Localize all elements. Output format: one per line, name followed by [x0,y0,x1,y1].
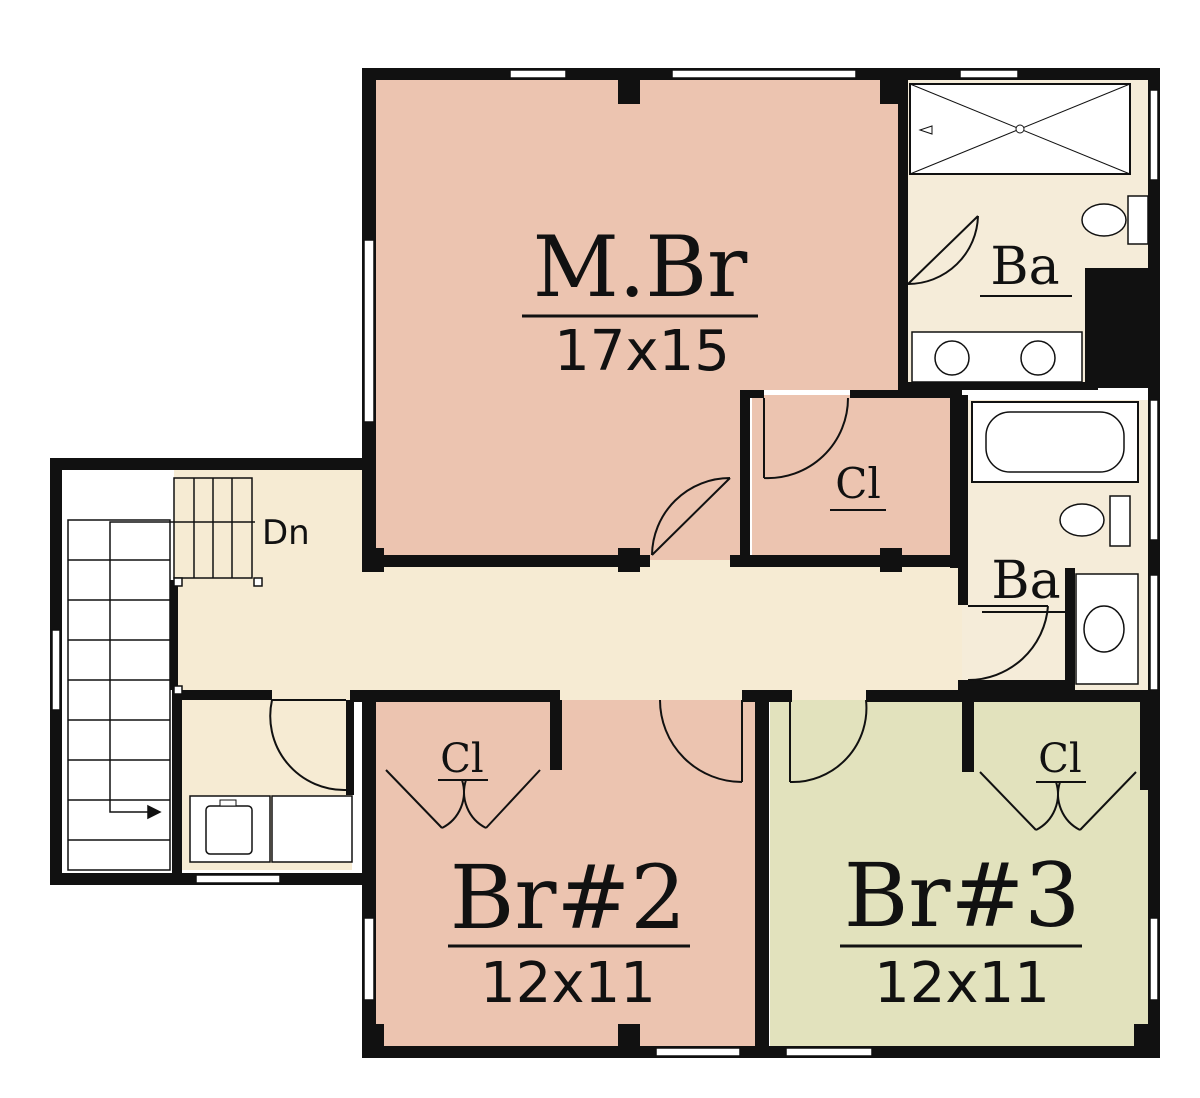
door-master-entry [651,477,731,556]
window-bath-right-3 [1149,574,1159,691]
door-swings [269,215,1137,831]
toilet-icon [1081,195,1149,245]
window-stair-left [51,629,61,711]
hall-bath-label: Ba [991,551,1060,611]
hall-sink-icon [1075,573,1139,685]
stair-area [62,470,174,875]
door-master-closet [763,397,850,480]
window-master-left [363,239,375,423]
master-closet-floor [752,395,956,560]
door-hall-bath [967,605,1049,682]
stair-walkline [109,521,255,813]
bathtub-icon [971,401,1139,483]
master-bedroom-size: 17x15 [554,319,730,384]
window-bath-right-2 [1149,399,1159,541]
door-br2-closet-right [463,769,541,829]
window-master-top-1 [509,69,567,79]
window-br3-right [1149,917,1159,1001]
hallway-floor [174,470,1000,700]
door-bedroom-2 [659,699,743,783]
shower-icon [909,83,1131,175]
window-bath-top [959,69,1019,79]
door-bedroom-3 [789,699,868,784]
stair-arrow-icon [147,804,162,820]
hall-toilet-icon [1059,495,1131,547]
master-bedroom-floor [372,78,900,560]
bedroom-3-label: Br#3 [844,844,1080,947]
br2-closet-label: Cl [440,736,483,782]
window-laundry-bottom [195,874,281,884]
windows [51,69,1159,1057]
window-bath-right-1 [1149,89,1159,181]
door-master-bath [907,215,979,285]
fixtures [189,83,1149,863]
br3-closet-label: Cl [1038,736,1081,782]
bedroom-2-floor [370,700,760,1050]
window-br3-bottom [785,1047,873,1057]
master-bedroom-label: M.Br [533,218,748,316]
bedroom-2-label: Br#2 [450,846,686,949]
washer-dryer-icon [189,795,353,863]
labels: M.Br 17x15 Ba Cl Ba Dn Cl Cl Br#2 12x11 … [262,218,1086,1016]
stairs [67,477,263,871]
window-master-top-2 [671,69,857,79]
door-br3-closet-right [1057,771,1137,831]
bedroom-3-size: 12x11 [874,951,1050,1016]
bedroom-2-size: 12x11 [480,951,656,1016]
stairs-down-label: Dn [262,513,310,553]
window-br2-left [363,917,375,1001]
master-closet-label: Cl [835,459,881,508]
door-laundry [269,699,347,792]
door-br2-closet-left [385,769,465,829]
master-bath-label: Ba [990,237,1059,297]
double-vanity-icon [911,331,1083,383]
door-br3-closet-left [979,771,1059,831]
window-br2-bottom [655,1047,741,1057]
